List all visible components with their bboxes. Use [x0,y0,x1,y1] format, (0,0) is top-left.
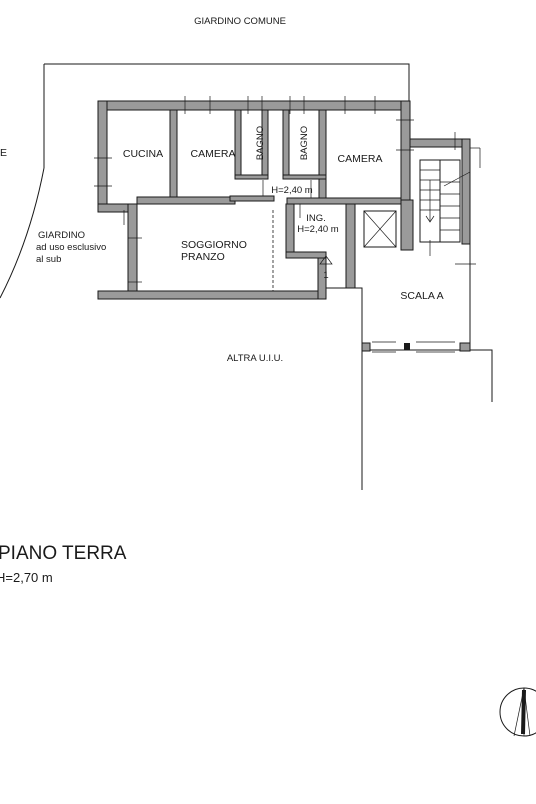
entrance-height-label: H=2,40 m [297,224,339,235]
entrance-number: 1 [323,270,328,281]
garden-label-line3: al sub [36,254,61,265]
interior-walls [136,109,402,259]
floor-title: PIANO TERRA [0,543,127,564]
living-label-line1: SOGGIORNO [181,239,247,251]
garden-label-line2: ad uso esclusivo [36,242,106,253]
left-edge-label: E [0,147,7,159]
bedroom-1-label: CAMERA [191,148,236,160]
garden-boundary [0,63,410,299]
elevator-shaft-icon [363,210,397,248]
bedroom-2-label: CAMERA [338,153,383,165]
other-unit-label: ALTRA U.I.U. [227,353,283,364]
stair-label: SCALA A [400,290,443,302]
entrance-label: ING. [306,213,326,224]
bath-2-label: BAGNO [299,126,310,160]
staircase [419,132,481,243]
floor-height: H=2,70 m [0,570,53,585]
living-label-line2: PRANZO [181,251,225,263]
outer-walls [97,100,471,300]
common-areas [326,240,493,490]
corridor-height-label: H=2,40 m [271,185,313,196]
doors [240,180,312,291]
garden-common-label: GIARDINO COMUNE [194,16,286,27]
kitchen-label: CUCINA [123,148,163,160]
north-arrow-icon [499,687,536,737]
entrance-marker [319,255,333,270]
bath-1-label: BAGNO [255,126,266,160]
garden-label-line1: GIARDINO [38,230,85,241]
windows-top [94,96,414,283]
